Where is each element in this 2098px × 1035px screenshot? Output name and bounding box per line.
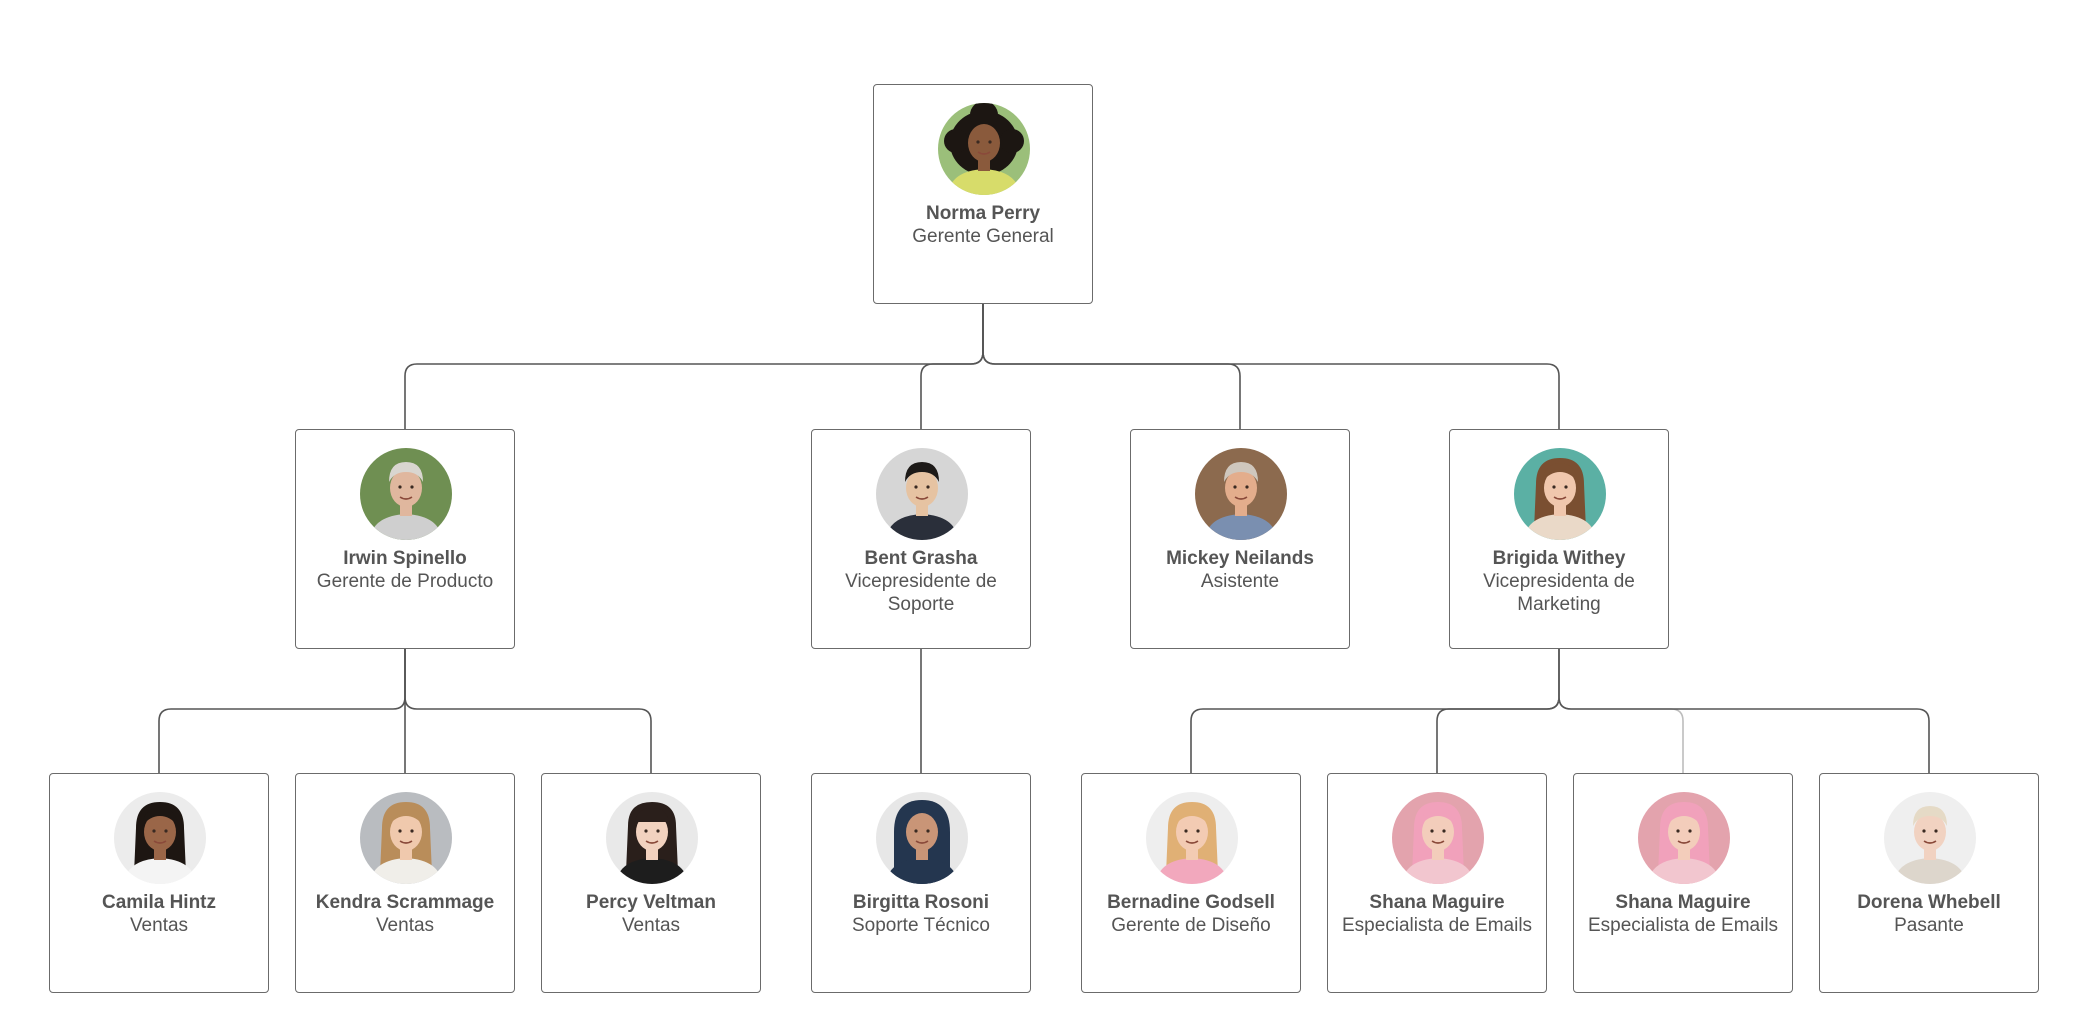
person-role: Gerente de Diseño [1111, 915, 1271, 936]
person-role: Pasante [1894, 915, 1964, 936]
person-name: Shana Maguire [1615, 892, 1751, 913]
avatar-portrait-image [876, 448, 968, 540]
avatar [114, 792, 206, 884]
connector-norma-irwin [404, 304, 984, 429]
avatar-portrait-image [360, 792, 452, 884]
person-role: Gerente General [912, 226, 1054, 247]
person-role: Ventas [375, 915, 435, 936]
connector-norma-bent [920, 304, 984, 429]
person-role: Vicepresidente de Soporte [845, 571, 997, 615]
avatar [606, 792, 698, 884]
person-name: Mickey Neilands [1166, 548, 1314, 569]
connector-brigida-dorena [1558, 649, 1930, 773]
person-name: Dorena Whebell [1857, 892, 2001, 913]
person-role: Soporte Técnico [851, 915, 990, 936]
person-name: Percy Veltman [586, 892, 716, 913]
person-role: Ventas [129, 915, 189, 936]
avatar [360, 448, 452, 540]
avatar-portrait-image [876, 792, 968, 884]
avatar [938, 103, 1030, 195]
person-name: Camila Hintz [101, 892, 217, 913]
person-role: Especialista de Emails [1587, 915, 1779, 936]
avatar-portrait-image [1146, 792, 1238, 884]
person-role: Gerente de Producto [316, 571, 494, 592]
avatar-portrait-image [114, 792, 206, 884]
connector-brigida-shana2 [1558, 649, 1684, 773]
person-name: Norma Perry [925, 203, 1041, 224]
person-name: Irwin Spinello [343, 548, 467, 569]
person-role: Asistente [1200, 571, 1280, 592]
person-name: Shana Maguire [1369, 892, 1505, 913]
avatar-portrait-image [1638, 792, 1730, 884]
avatar [1514, 448, 1606, 540]
connector-norma-brigida [982, 304, 1560, 429]
avatar [1146, 792, 1238, 884]
person-role: Vicepresidenta de Marketing [1483, 571, 1635, 615]
avatar-portrait-image [606, 792, 698, 884]
avatar [1392, 792, 1484, 884]
connector-brigida-shana1 [1436, 649, 1560, 773]
avatar [876, 792, 968, 884]
connector-brigida-bernadine [1190, 649, 1560, 773]
avatar [1195, 448, 1287, 540]
connector-irwin-percy [404, 649, 652, 773]
avatar-portrait-image [1195, 448, 1287, 540]
person-name: Brigida Withey [1492, 548, 1626, 569]
avatar [1638, 792, 1730, 884]
person-name: Bernadine Godsell [1107, 892, 1275, 913]
avatar [360, 792, 452, 884]
avatar-portrait-image [360, 448, 452, 540]
avatar-portrait-image [1392, 792, 1484, 884]
person-role: Ventas [621, 915, 681, 936]
person-name: Bent Grasha [864, 548, 978, 569]
person-role: Especialista de Emails [1341, 915, 1533, 936]
person-name: Birgitta Rosoni [852, 892, 990, 913]
avatar-portrait-image [1884, 792, 1976, 884]
connector-irwin-camila [158, 649, 406, 773]
avatar-portrait-image [1514, 448, 1606, 540]
avatar [1884, 792, 1976, 884]
connector-norma-mickey [982, 304, 1241, 429]
person-name: Kendra Scrammage [315, 892, 495, 913]
avatar-portrait-image [938, 103, 1030, 195]
avatar [876, 448, 968, 540]
